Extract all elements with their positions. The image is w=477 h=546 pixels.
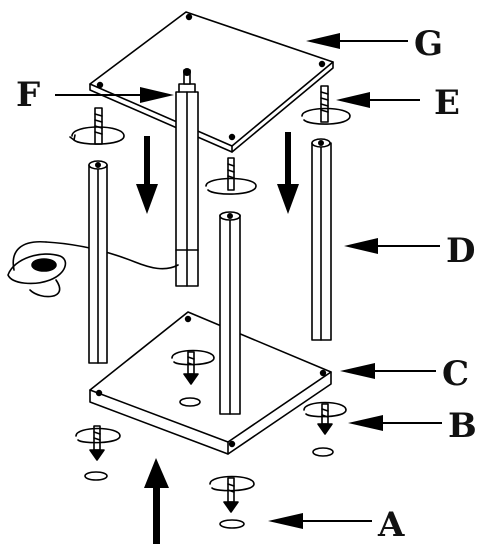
- callout-f-arrow: [55, 87, 174, 103]
- callout-d-arrow: [344, 238, 440, 254]
- callout-c-arrow: [340, 363, 436, 379]
- leg-center: [219, 211, 241, 415]
- spike-right: [303, 401, 347, 457]
- label-b: B: [448, 406, 477, 446]
- arrow-down-right: [277, 132, 299, 214]
- spike-left: [75, 425, 121, 481]
- callout-g-arrow: [306, 33, 408, 49]
- label-g: G: [414, 24, 443, 64]
- label-d: D: [446, 231, 475, 271]
- label-a: A: [377, 505, 405, 545]
- callout-b-arrow: [348, 415, 442, 431]
- top-screw-left: [69, 107, 125, 145]
- label-c: C: [442, 354, 469, 394]
- top-screw-right: [301, 85, 351, 125]
- label-f: F: [16, 75, 40, 115]
- top-plate: [89, 11, 334, 153]
- foot-switch: [7, 241, 179, 298]
- base-plate: [89, 311, 332, 455]
- label-e: E: [434, 83, 460, 123]
- spike-a: [209, 475, 255, 529]
- leg-left: [88, 160, 108, 364]
- leg-right: [311, 138, 332, 341]
- arrow-up-bottom: [144, 458, 169, 544]
- top-screw-center: [205, 157, 257, 195]
- arrow-down-left: [136, 136, 158, 214]
- callout-e-arrow: [336, 92, 420, 108]
- callout-a-arrow: [268, 513, 372, 529]
- cable-leg: [175, 68, 199, 287]
- spike-rear: [171, 349, 215, 407]
